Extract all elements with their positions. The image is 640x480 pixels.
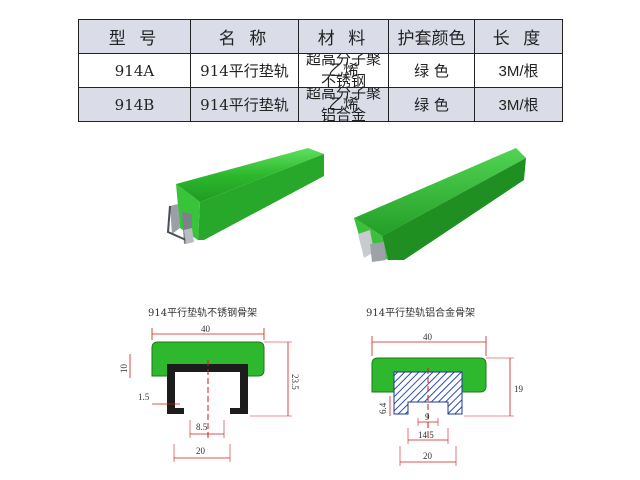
drawing-caption-aluminum: 914平行垫轨铝合金骨架 [366, 308, 476, 319]
cell-material: 超高分子聚乙烯 不锈钢 [298, 53, 389, 88]
header-material: 材 料 [298, 19, 389, 54]
cell-length: 3M/根 [474, 53, 563, 88]
cell-model: 914B [78, 87, 191, 122]
material-line: 不锈钢 [320, 72, 366, 88]
product-photo-aluminum [354, 148, 526, 262]
dim-mid: 14.5 [418, 430, 434, 440]
cross-section-drawing-stainless: 40 10 23.5 1.5 8.5 20 [119, 324, 300, 462]
cell-length: 3M/根 [474, 87, 563, 122]
cell-color: 绿 色 [388, 53, 475, 88]
material-line: 超高分子聚乙烯 [305, 53, 381, 79]
dim-slot: 1.5 [138, 392, 150, 402]
cell-name: 914平行垫轨 [190, 87, 299, 122]
dim-inner: 9 [425, 412, 430, 422]
dim-height-right: 23.5 [290, 374, 300, 390]
drawing-caption-stainless: 914平行垫轨不锈钢骨架 [148, 308, 258, 319]
dim-base: 20 [196, 446, 206, 456]
header-model: 型 号 [78, 19, 191, 54]
product-photo-stainless [166, 148, 324, 244]
table-row: 914B 914平行垫轨 超高分子聚乙烯 铝合金 绿 色 3M/根 [78, 87, 563, 122]
header-color: 护套颜色 [388, 19, 475, 54]
dim-inner: 8.5 [196, 422, 208, 432]
cell-name: 914平行垫轨 [190, 53, 299, 88]
spec-table: 型 号 名 称 材 料 护套颜色 长 度 914A 914平行垫轨 超高分子聚乙… [78, 19, 563, 122]
material-line: 铝合金 [320, 106, 366, 122]
cell-color: 绿 色 [388, 87, 475, 122]
cell-material: 超高分子聚乙烯 铝合金 [298, 87, 389, 122]
header-name: 名 称 [190, 19, 299, 54]
dim-height-right: 19 [514, 384, 524, 394]
table-row: 914A 914平行垫轨 超高分子聚乙烯 不锈钢 绿 色 3M/根 [78, 53, 563, 88]
header-length: 长 度 [474, 19, 563, 54]
cross-section-drawing-aluminum: 40 19 6.4 9 14.5 20 [371, 332, 524, 466]
dim-base: 20 [423, 451, 433, 461]
table-header-row: 型 号 名 称 材 料 护套颜色 长 度 [78, 19, 563, 54]
dim-width: 40 [423, 332, 433, 342]
dim-width: 40 [201, 324, 211, 334]
material-line: 超高分子聚乙烯 [305, 87, 381, 113]
dim-height-left: 6.4 [378, 402, 388, 414]
cell-model: 914A [78, 53, 191, 88]
dim-height-left: 10 [119, 364, 129, 374]
